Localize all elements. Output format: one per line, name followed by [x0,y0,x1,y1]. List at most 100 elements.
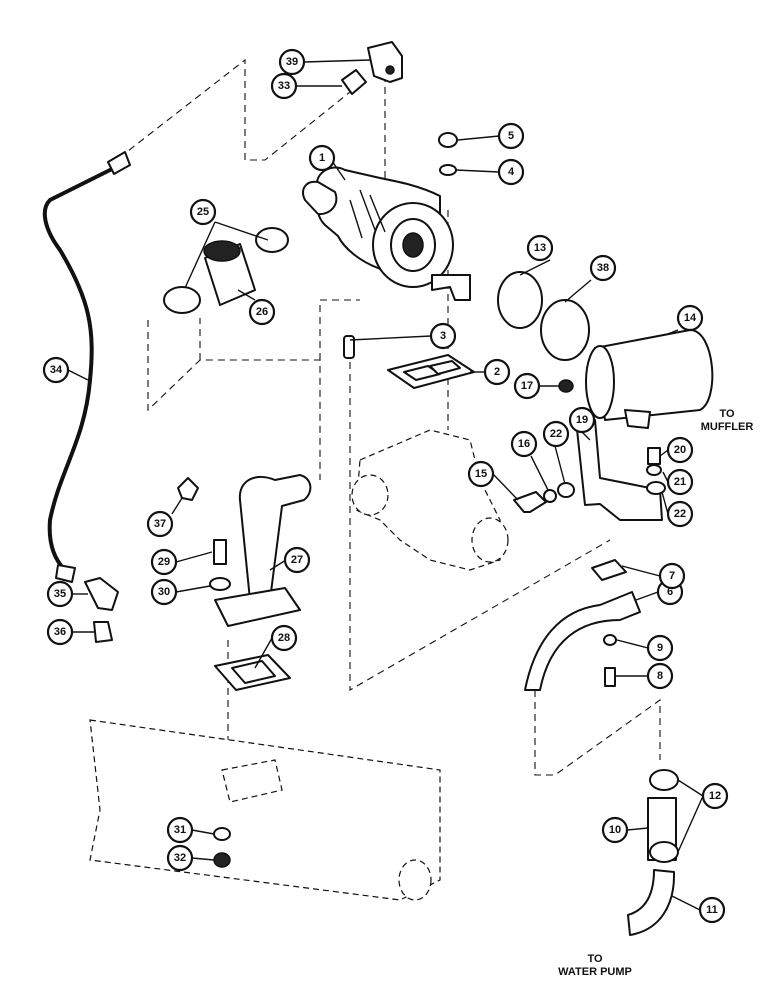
part-bolt-tube [604,667,616,687]
callout-number: 34 [50,364,63,376]
callout-12: 12 [701,782,729,810]
callout-number: 9 [657,642,663,654]
callout-number: 20 [674,444,686,456]
callout-number: 30 [158,586,170,598]
callout-number: 1 [319,152,325,164]
callout-38: 38 [589,254,617,282]
part-bolt [513,491,547,513]
callout-13: 13 [526,234,554,262]
callout-number: 8 [657,670,663,682]
callout-number: 2 [494,366,500,378]
part-clip [177,477,199,501]
pump-label-line1: TO [587,953,603,965]
part-washer [439,164,457,176]
callout-number: 35 [54,588,66,600]
callout-number: 29 [158,556,170,568]
callout-16: 16 [510,430,538,458]
part-flat-washer-right [646,481,666,495]
part-lock-washer-tube [603,634,617,646]
callout-number: 13 [534,242,546,254]
part-lock-washer-right [646,464,662,476]
callout-number: 21 [674,476,686,488]
part-connector [341,69,367,95]
part-oil-line [42,151,131,583]
part-intake-manifold [89,719,441,901]
callout-15: 15 [467,460,495,488]
callout-36: 36 [46,618,74,646]
callout-29: 29 [150,548,178,576]
callout-number: 36 [54,626,66,638]
callout-20: 20 [666,436,694,464]
callout-number: 22 [674,508,686,520]
part-lock-washer [543,489,557,503]
callout-3: 3 [429,322,457,350]
part-washer-bottom [213,827,231,841]
part-water-elbow [627,869,676,936]
callout-26: 26 [248,298,276,326]
callout-2: 2 [483,358,511,386]
part-elbow-tube [214,474,312,627]
part-seal-ring-small [540,299,590,361]
callout-22-b: 22 [666,500,694,528]
muffler-label-line1: TO [719,408,735,420]
callout-number: 39 [286,56,298,68]
callout-25: 25 [189,198,217,226]
callout-14: 14 [676,304,704,332]
part-clamp-upper [649,769,679,791]
callout-number: 4 [508,166,515,178]
callout-number: 31 [174,824,186,836]
callout-11: 11 [698,896,726,924]
callout-number: 19 [576,414,588,426]
callout-27: 27 [283,546,311,574]
part-water-tube [524,591,641,691]
part-seal-ring-large [497,271,543,329]
callout-number: 22 [550,428,562,440]
part-bolt-left [213,539,227,565]
pump-label-line2: WATER PUMP [558,966,632,978]
callout-4: 4 [497,158,525,186]
callout-9: 9 [646,634,674,662]
callout-37: 37 [146,510,174,538]
part-washer-left [209,577,231,591]
part-elbow-fitting [367,41,403,83]
part-bolt-right [647,447,661,465]
callout-number: 14 [684,312,697,324]
callout-31: 31 [166,816,194,844]
part-gasket-upper [387,354,475,389]
callout-number: 10 [609,824,621,836]
callout-number: 5 [508,130,514,142]
part-nut-small [558,379,574,393]
callout-34: 34 [42,356,70,384]
callout-28: 28 [270,624,298,652]
callout-30: 30 [150,578,178,606]
callout-19: 19 [568,406,596,434]
callout-1: 1 [308,144,336,172]
callout-group: 1234567891011121314151617192021222225262… [42,48,729,924]
callout-17: 17 [513,372,541,400]
callout-number: 27 [291,554,303,566]
callout-7: 7 [658,562,686,590]
part-hose-clamps [163,227,289,314]
part-nut-bottom [213,852,231,868]
callout-35: 35 [46,580,74,608]
callout-number: 37 [154,518,166,530]
callout-number: 11 [706,904,718,916]
callout-number: 6 [667,586,673,598]
callout-number: 7 [669,570,675,582]
callout-number: 3 [440,330,446,342]
part-gasket-lower [214,654,291,691]
dashed-assembly-lines [109,58,661,830]
callout-22: 22 [542,420,570,448]
callout-33: 33 [270,72,298,100]
part-clamp-lower [649,841,679,863]
part-bracket [575,419,663,521]
muffler-label-line2: MUFFLER [701,421,754,433]
callout-10: 10 [601,816,629,844]
part-exhaust-pipe [585,329,714,429]
callout-21: 21 [666,468,694,496]
callout-number: 38 [597,262,609,274]
callout-number: 12 [709,790,721,802]
callout-8: 8 [646,662,674,690]
part-nut [438,132,458,148]
